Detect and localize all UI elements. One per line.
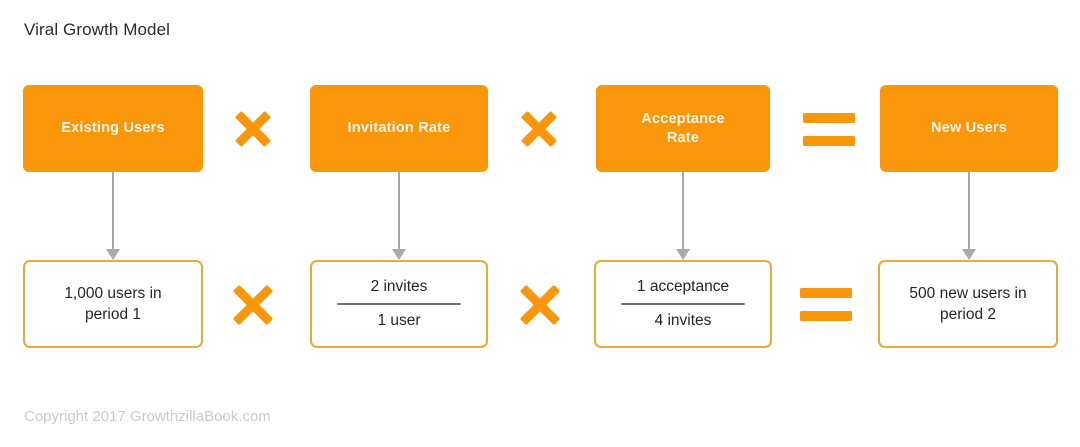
fraction-numerator: 1 acceptance (636, 278, 730, 295)
node-acceptance-rate-value[interactable]: 1 acceptance 4 invites (594, 260, 772, 348)
node-acceptance-rate-label: Acceptance Rate (641, 110, 725, 146)
node-existing-users-value-line2: period 1 (84, 306, 141, 323)
fraction-denominator: 1 user (377, 312, 421, 329)
connector-acceptance-rate-arrow (676, 172, 690, 260)
node-acceptance-rate[interactable]: Acceptance Rate (596, 85, 770, 172)
multiply-icon-bottom-2 (516, 281, 564, 329)
fraction-bar (337, 303, 461, 305)
node-existing-users-value[interactable]: 1,000 users in period 1 (23, 260, 203, 348)
node-new-users-label: New Users (931, 120, 1007, 136)
node-new-users-value[interactable]: 500 new users in period 2 (878, 260, 1058, 348)
node-existing-users[interactable]: Existing Users (23, 85, 203, 172)
node-new-users-value-line2: period 2 (939, 306, 996, 323)
page-title: Viral Growth Model (24, 20, 171, 39)
fraction-acceptance-rate: 1 acceptance 4 invites (604, 276, 762, 332)
node-new-users[interactable]: New Users (880, 85, 1058, 172)
multiply-icon-top-1 (232, 108, 274, 150)
copyright-note: Copyright 2017 GrowthzillaBook.com (24, 408, 271, 425)
fraction-denominator: 4 invites (654, 312, 712, 329)
node-existing-users-label: Existing Users (61, 120, 165, 136)
node-invitation-rate-label: Invitation Rate (347, 120, 451, 136)
fraction-invitation-rate: 2 invites 1 user (320, 276, 478, 332)
node-invitation-rate[interactable]: Invitation Rate (310, 85, 488, 172)
node-invitation-rate-value[interactable]: 2 invites 1 user (310, 260, 488, 348)
equals-icon-bottom (800, 288, 852, 321)
connector-new-users-arrow (962, 172, 976, 260)
connector-existing-users-arrow (106, 172, 120, 260)
equals-icon-top (803, 113, 855, 146)
node-existing-users-value-line1: 1,000 users in (64, 285, 162, 302)
node-new-users-value-line1: 500 new users in (909, 285, 1027, 302)
multiply-icon-top-2 (518, 108, 560, 150)
multiply-icon-bottom-1 (229, 281, 277, 329)
fraction-bar (621, 303, 745, 305)
fraction-numerator: 2 invites (370, 278, 428, 295)
connector-invitation-rate-arrow (392, 172, 406, 260)
